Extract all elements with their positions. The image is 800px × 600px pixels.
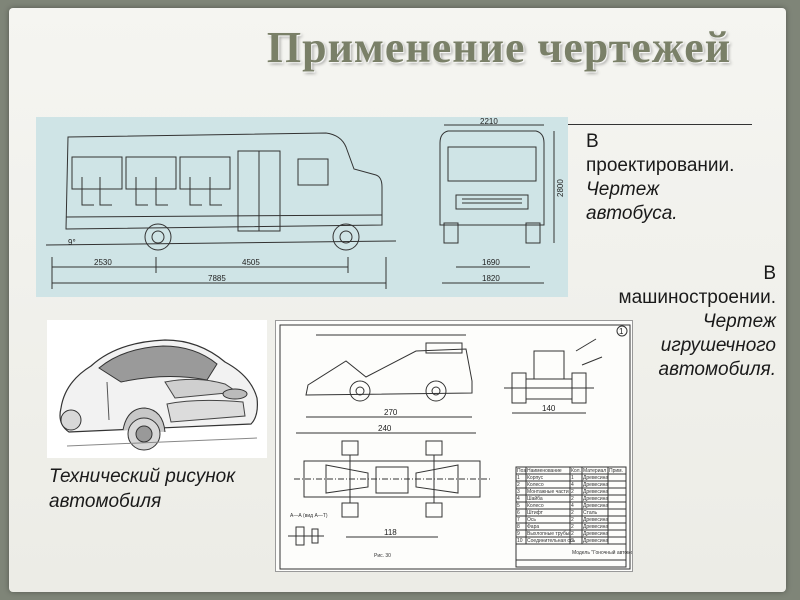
bus-window (71, 156, 123, 190)
table-cell: 2 (571, 531, 574, 537)
table-cell: Колесо (527, 503, 544, 509)
table-cell: 2 (571, 538, 574, 544)
toy-wheel (425, 502, 443, 518)
table-cell: 8 (517, 524, 520, 530)
toy-side-view: 270 (305, 334, 473, 418)
table-header-cell: Наименование (527, 468, 562, 474)
slide-title: Применение чертежей (266, 23, 732, 72)
table-cell: 2 (571, 510, 574, 516)
table-header-cell: Прим. (609, 468, 623, 474)
toy-section-detail: А—А (вид А—Т) Рис. 30 (288, 513, 391, 559)
bus-front-wheel (443, 222, 459, 244)
toy-wheel (425, 440, 443, 456)
table-cell: Древесина (583, 503, 608, 509)
table-cell: 1 (517, 475, 520, 481)
table-cell: 9 (517, 531, 520, 537)
table-cell: Древесина (583, 517, 608, 523)
table-cell: 2 (571, 517, 574, 523)
bus-wheel (332, 223, 360, 251)
bus-window (125, 156, 177, 190)
table-cell: 4 (571, 482, 574, 488)
table-cell: Штифт (527, 510, 544, 516)
table-cell: Древесина (583, 531, 608, 537)
sheet-number: 1 (619, 327, 624, 336)
table-cell: Шайба (527, 495, 543, 502)
table-cell: Древесина (583, 475, 608, 481)
bus-front-body (439, 130, 545, 226)
figure-label: Рис. 30 (374, 553, 391, 559)
dim-bottom: 118 (384, 528, 397, 537)
dim-rear: 2530 (94, 258, 112, 267)
table-cell: Древесина (583, 496, 608, 502)
table-cell: Корпус (527, 475, 544, 481)
bus-drawing: 2530 4505 7885 9° 2210 2800 1690 1820 (36, 117, 568, 297)
bus-wheel (144, 223, 172, 251)
toy-wheel (341, 502, 359, 518)
toy-car-drawing: 1 270 140 240 (275, 320, 633, 572)
dim-front-width: 1820 (482, 274, 500, 283)
bus-windshield (447, 146, 537, 182)
bus-cab-window (297, 158, 329, 186)
table-header-cell: Поз. (517, 468, 527, 474)
table-cell: Соединительная ось (527, 538, 576, 544)
table-cell: 4 (517, 496, 520, 502)
toy-wheel (349, 380, 371, 402)
table-cell: Фара (527, 524, 539, 530)
table-cell: Монтажные части (527, 489, 569, 495)
bus-caption: В проектировании. Чертеж автобуса. (586, 131, 735, 224)
table-cell: 5 (517, 503, 520, 509)
toy-wheel (425, 380, 447, 402)
table-cell: Древесина (583, 524, 608, 530)
table-cell: Древесина (583, 489, 608, 495)
table-cell: Древесина (583, 482, 608, 488)
table-cell: 2 (517, 482, 520, 488)
machine-caption: В машиностроении. Чертеж игрушечного авт… (618, 263, 776, 380)
table-header-cell: Материал (583, 468, 606, 474)
dim-top-width: 2210 (480, 117, 498, 126)
toy-wheel (341, 440, 359, 456)
title-block-text: Модель "Гоночный автомобиль" (572, 549, 633, 556)
table-cell: Древесина (583, 538, 608, 544)
section-label: А—А (вид А—Т) (290, 513, 328, 519)
dim-mid: 4505 (242, 258, 260, 267)
table-cell: 2 (571, 524, 574, 530)
table-cell: Колесо (527, 482, 544, 488)
dim-length: 270 (384, 408, 398, 417)
table-header-cell: Кол. (571, 468, 581, 474)
dim-front-track: 1690 (482, 258, 500, 267)
table-cell: 2 (571, 489, 574, 495)
table-cell: 2 (571, 496, 574, 502)
car-wheel (60, 409, 82, 431)
bus-window (179, 156, 231, 190)
toy-end-view: 140 (504, 338, 603, 414)
bus-side-body (65, 132, 383, 230)
table-cell: Сталь (583, 510, 598, 516)
bus-front-wheel (525, 222, 541, 244)
table-cell: 6 (517, 510, 520, 516)
table-cell: 3 (517, 489, 520, 495)
dim-angle: 9° (68, 238, 76, 247)
table-cell: 10 (517, 538, 523, 544)
dim-total: 7885 (208, 274, 226, 283)
table-cell: 7 (517, 517, 520, 523)
table-cell: 1 (571, 475, 574, 481)
toy-top-view: 240 118 (294, 424, 490, 538)
table-cell: Выхлопные трубы (527, 531, 570, 537)
car-caption: Технический рисунок автомобиля (49, 466, 236, 512)
divider-line (568, 124, 752, 125)
table-cell: Ось (527, 517, 536, 523)
dim-top-length: 240 (378, 424, 392, 433)
dim-height: 2800 (556, 179, 565, 197)
table-cell: 4 (571, 503, 574, 509)
bus-seats (81, 177, 222, 206)
dim-side: 140 (542, 404, 556, 413)
car-sketch (47, 320, 267, 458)
